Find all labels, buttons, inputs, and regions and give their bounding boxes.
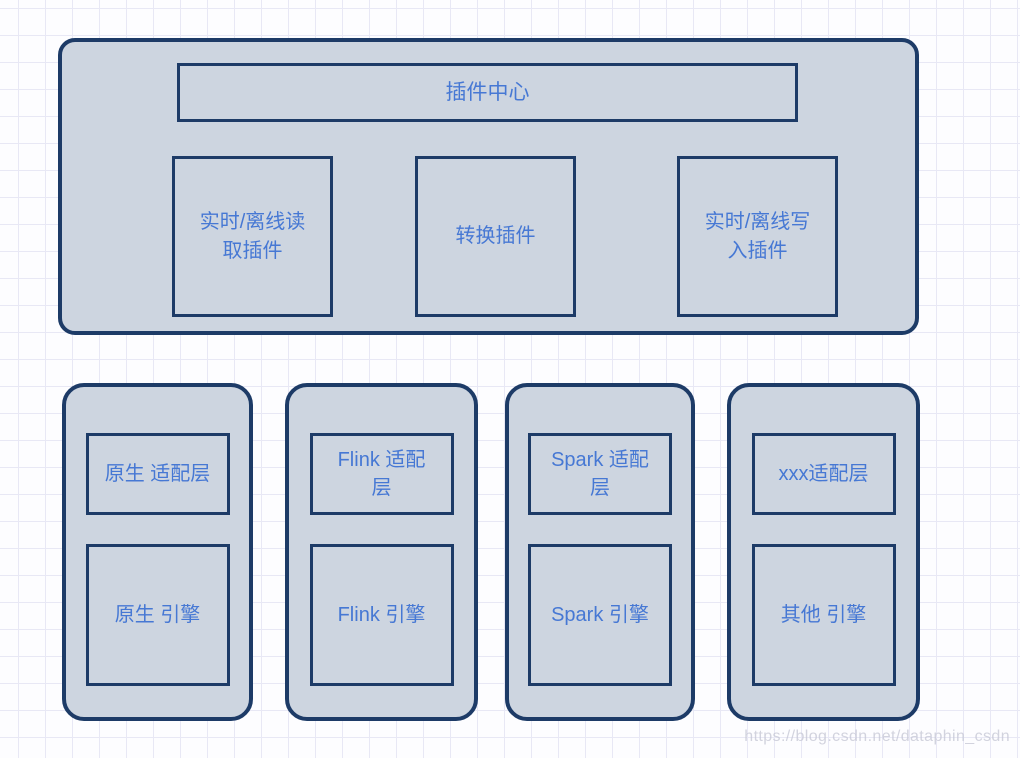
plugin-box-transform-label: 转换插件 — [455, 225, 536, 248]
engine-column-other: xxx适配层 其他 引擎 — [727, 383, 920, 721]
plugin-box-write: 实时/离线写 入插件 — [677, 156, 838, 317]
plugin-box-read-label: 实时/离线读 取插件 — [199, 211, 306, 262]
engine-box-flink: Flink 引擎 — [309, 544, 454, 686]
adapter-box-native: 原生 适配层 — [85, 433, 230, 515]
watermark: https://blog.csdn.net/dataphin_csdn — [744, 728, 1010, 745]
engine-box-other: 其他 引擎 — [751, 544, 896, 686]
engine-column-flink: Flink 适配 层 Flink 引擎 — [285, 383, 478, 721]
adapter-box-other-label: xxx适配层 — [778, 462, 869, 485]
plugin-box-transform: 转换插件 — [415, 156, 576, 317]
plugin-center-title: 插件中心 — [445, 80, 530, 104]
adapter-box-spark: Spark 适配 层 — [528, 433, 672, 515]
engine-box-native-label: 原生 引擎 — [114, 603, 201, 626]
plugin-center-panel: 插件中心 实时/离线读 取插件 转换插件 实时/离线写 入插件 — [58, 38, 919, 335]
engine-box-spark-label: Spark 引擎 — [551, 603, 649, 626]
adapter-box-flink-label: Flink 适配 层 — [337, 448, 426, 499]
engine-box-spark: Spark 引擎 — [528, 544, 672, 686]
plugin-box-read: 实时/离线读 取插件 — [172, 156, 333, 317]
adapter-box-native-label: 原生 适配层 — [104, 462, 211, 485]
engine-box-flink-label: Flink 引擎 — [337, 603, 426, 626]
plugin-box-write-label: 实时/离线写 入插件 — [704, 211, 811, 262]
engine-column-spark: Spark 适配 层 Spark 引擎 — [505, 383, 695, 721]
adapter-box-spark-label: Spark 适配 层 — [551, 448, 649, 499]
engine-box-other-label: 其他 引擎 — [780, 603, 867, 626]
plugin-center-title-box: 插件中心 — [177, 63, 798, 122]
engine-column-native: 原生 适配层 原生 引擎 — [62, 383, 253, 721]
engine-box-native: 原生 引擎 — [85, 544, 230, 686]
adapter-box-flink: Flink 适配 层 — [309, 433, 454, 515]
adapter-box-other: xxx适配层 — [751, 433, 896, 515]
